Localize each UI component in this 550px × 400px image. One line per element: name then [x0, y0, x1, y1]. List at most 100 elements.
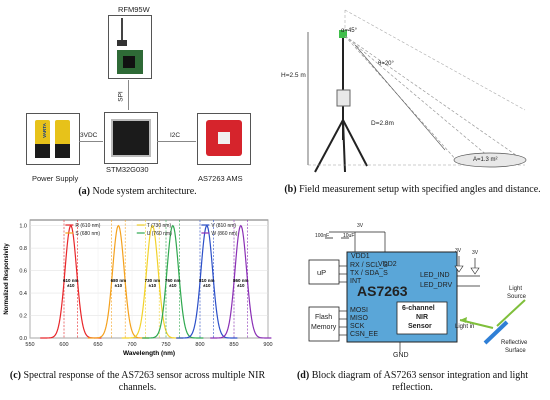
sensor-head [339, 30, 347, 38]
pin-led-drv: LED_DRV [420, 282, 453, 289]
nir-label-1: 6-channel [402, 305, 435, 312]
v3-label-3: 3V [472, 250, 479, 256]
chip-name: AS7263 [357, 283, 408, 299]
caption-a-text: Node system architecture. [90, 186, 197, 197]
x-tick-label: 700 [127, 342, 136, 348]
x-tick-label: 550 [25, 342, 34, 348]
light-source-label-2: Source [507, 294, 527, 300]
caption-d-tag: (d) [296, 370, 310, 381]
v3-label-2: 3V [455, 248, 462, 254]
series-line [142, 224, 204, 339]
pin-gnd: GND [393, 352, 409, 359]
height-label: H=2.5 m [281, 72, 306, 79]
legend-entry: W (860 nm) [211, 231, 237, 237]
caption-c: (c) Spectral response of the AS7263 sens… [2, 370, 273, 393]
light-in-label: Light in [455, 324, 475, 330]
light-source-label-1: Light [509, 286, 523, 292]
pin-led-ind: LED_IND [420, 272, 450, 279]
band-label-width: ±10 [237, 283, 245, 288]
sensor-board-image [197, 113, 251, 165]
band-label-width: ±10 [115, 283, 123, 288]
series-line [87, 224, 149, 339]
band-label-width: ±10 [67, 283, 75, 288]
led-driver-icon [470, 267, 480, 275]
x-tick-label: 600 [59, 342, 68, 348]
distance-label: D=2.8m [371, 120, 394, 127]
caption-a-tag: (a) [78, 186, 91, 197]
pin-vdd2: VDD2 [378, 261, 397, 268]
y-tick-label: 0.4 [19, 291, 27, 297]
beam-axis [344, 35, 496, 163]
pin-vdd1: VDD1 [351, 253, 370, 260]
node-enclosure [336, 89, 351, 107]
x-tick-label: 900 [263, 342, 272, 348]
battery-brand-text: VARTA [41, 123, 47, 138]
x-axis-label: Wavelength (nm) [123, 350, 175, 357]
tripod-leg-right [342, 119, 368, 167]
band-label-width: ±10 [169, 283, 177, 288]
reflective-surface [483, 320, 509, 345]
band-label-center: 760 nm [165, 278, 181, 283]
field-setup-diagram [307, 9, 527, 173]
caption-b-tag: (b) [284, 184, 297, 195]
flash-box [308, 306, 340, 342]
legend-entry: S (680 nm) [75, 231, 100, 237]
series-line [210, 224, 272, 339]
spi-arrow [128, 80, 129, 110]
caption-c-text: Spectral response of the AS7263 sensor a… [20, 370, 266, 393]
nir-label-2: NIR [416, 314, 429, 321]
nir-sensor-box [396, 301, 448, 335]
series-line [121, 224, 183, 339]
angle-theta-label: θ=20° [378, 61, 394, 67]
power-supply-image: VARTA [26, 113, 80, 165]
block-diagram-wires [308, 231, 526, 352]
up-box [308, 259, 340, 285]
power-label: Power Supply [32, 174, 79, 183]
pin-miso: MISO [350, 315, 368, 322]
pin-csn: CSN_EE [350, 331, 379, 338]
mcu-chip-image [104, 112, 158, 164]
caption-a: (a) Node system architecture. [0, 186, 275, 198]
angle-alpha-label: α=45° [341, 28, 358, 34]
series-line [176, 224, 238, 339]
mcu-label: STM32G030 [106, 165, 149, 174]
band-label-center: 810 nm [199, 278, 215, 283]
x-tick-label: 750 [161, 342, 170, 348]
measurement-area [453, 152, 527, 168]
y-tick-label: 0.0 [19, 336, 27, 342]
panel-d: AS7263 VDD1 VDD2 RX / SCL_S TX / SDA_S I… [275, 210, 550, 400]
up-label: uP [317, 268, 327, 277]
i2c-link-label: I2C [170, 132, 181, 139]
caption-d: (d) Block diagram of AS7263 sensor integ… [277, 370, 548, 393]
y-axis-label: Normalized Responsivity [4, 243, 10, 315]
y-tick-label: 1.0 [19, 224, 27, 230]
light-source-arrow [496, 299, 526, 327]
sensor-label: AS7263 AMS [198, 174, 243, 183]
area-label: A=1.3 m² [473, 157, 498, 163]
power-arrow [79, 141, 103, 142]
caption-b: (b) Field measurement setup with specifi… [277, 184, 548, 196]
pin-tx: TX / SDA_S [350, 270, 388, 277]
y-tick-label: 0.2 [19, 314, 27, 320]
power-link-label: 3VDC [80, 132, 98, 139]
flash-label-2: Memory [311, 324, 337, 331]
reflective-label-1: Reflective [501, 340, 528, 346]
tripod-leg-left [314, 119, 344, 173]
band-label-center: 730 nm [145, 278, 161, 283]
caption-c-tag: (c) [9, 370, 21, 381]
reflective-label-2: Surface [505, 348, 526, 354]
flash-label-1: Flash [315, 314, 333, 321]
pin-sck: SCK [350, 323, 365, 330]
nir-label-3: Sensor [408, 323, 432, 330]
panel-a: RFM95W SPI STM32G030 VARTA Power Supply … [0, 0, 275, 200]
y-tick-label: 0.6 [19, 269, 27, 275]
legend-entry: V (810 nm) [211, 223, 236, 229]
tripod-leg-center [342, 119, 346, 173]
led-indicator-icon [454, 265, 464, 273]
band-label-width: ±10 [203, 283, 211, 288]
panel-b: α=45° θ=20° H=2.5 m D=2.8m A=1.3 m² (b) … [275, 0, 550, 210]
v3-label-1: 3V [357, 223, 364, 229]
caption-d-text: Block diagram of AS7263 sensor integrati… [309, 370, 529, 393]
